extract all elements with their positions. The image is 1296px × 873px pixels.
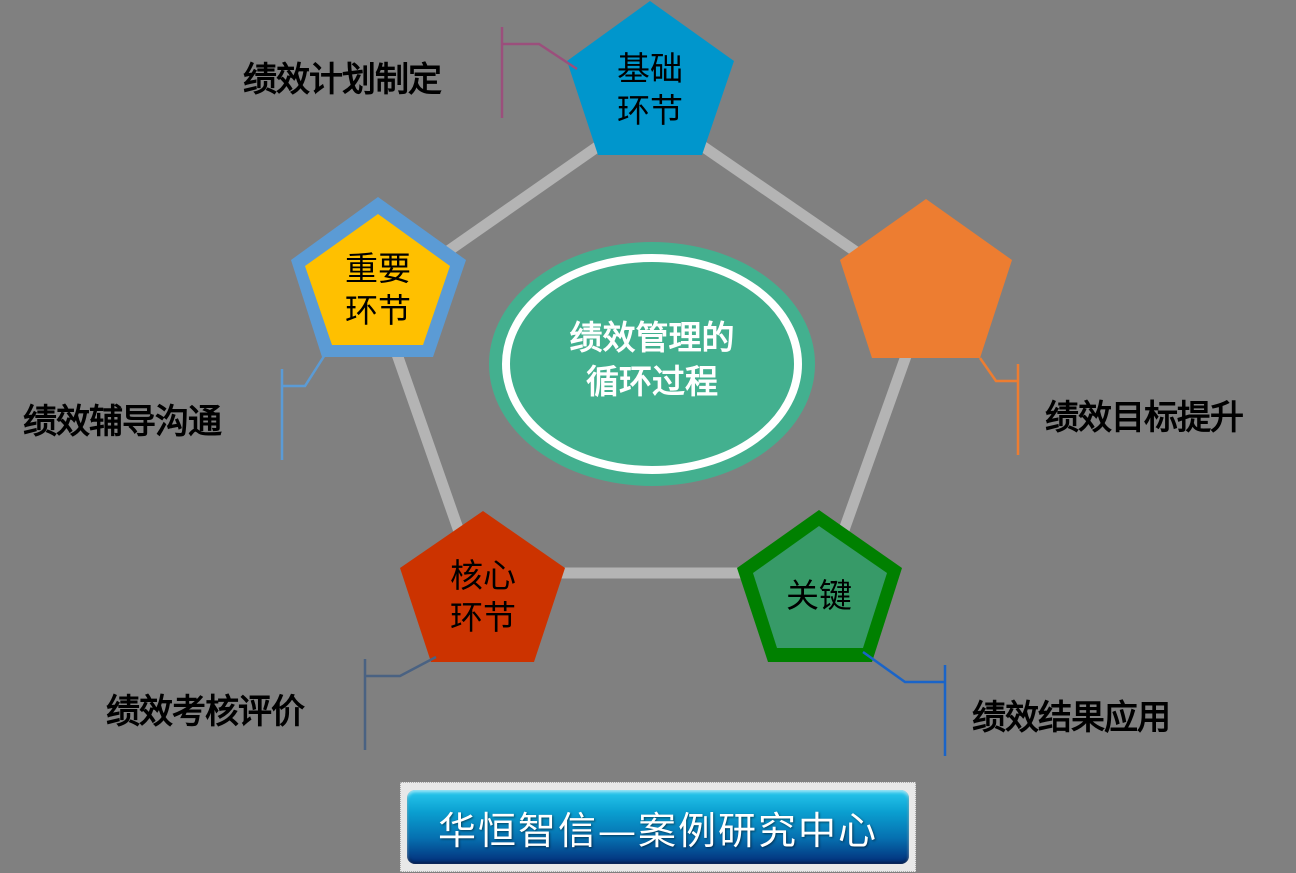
node-core-text: 核心 环节 — [433, 555, 533, 639]
footer-banner-text: 华恒智信—案例研究中心 — [437, 808, 878, 853]
label-application: 绩效结果应用 — [972, 698, 1171, 738]
label-coaching: 绩效辅导沟通 — [23, 402, 222, 442]
node-important-line1: 重要 — [345, 249, 411, 288]
pentagon-core — [400, 511, 565, 662]
node-basic-text: 基础 环节 — [600, 48, 700, 132]
pentagon-key-inner — [753, 526, 887, 648]
center-title-line2: 循环过程 — [586, 362, 718, 401]
node-basic-line1: 基础 — [617, 49, 683, 88]
pentagon-important-inner — [305, 214, 450, 345]
node-basic-line2: 环节 — [617, 91, 683, 130]
leader-important — [282, 349, 330, 388]
label-evaluation: 绩效考核评价 — [106, 692, 305, 732]
node-key-line1: 关键 — [786, 576, 852, 615]
center-ellipse — [489, 242, 815, 486]
center-title-line1: 绩效管理的 — [569, 318, 735, 357]
pentagon-target — [840, 199, 1012, 358]
leader-key — [862, 650, 945, 684]
node-important-text: 重要 环节 — [328, 248, 428, 332]
label-plan: 绩效计划制定 — [243, 60, 442, 100]
node-core-line2: 环节 — [450, 598, 516, 637]
footer-banner: 华恒智信—案例研究中心 — [400, 782, 916, 872]
footer-banner-button: 华恒智信—案例研究中心 — [407, 790, 909, 864]
pentagon-basic — [567, 1, 734, 155]
leader-basic — [502, 42, 578, 71]
label-target: 绩效目标提升 — [1045, 398, 1244, 438]
node-important-line2: 环节 — [345, 291, 411, 330]
leader-core — [365, 655, 437, 678]
leader-target — [978, 357, 1018, 383]
center-title: 绩效管理的 循环过程 — [532, 316, 772, 404]
node-core-line1: 核心 — [450, 556, 516, 595]
node-key-text: 关键 — [769, 575, 869, 617]
